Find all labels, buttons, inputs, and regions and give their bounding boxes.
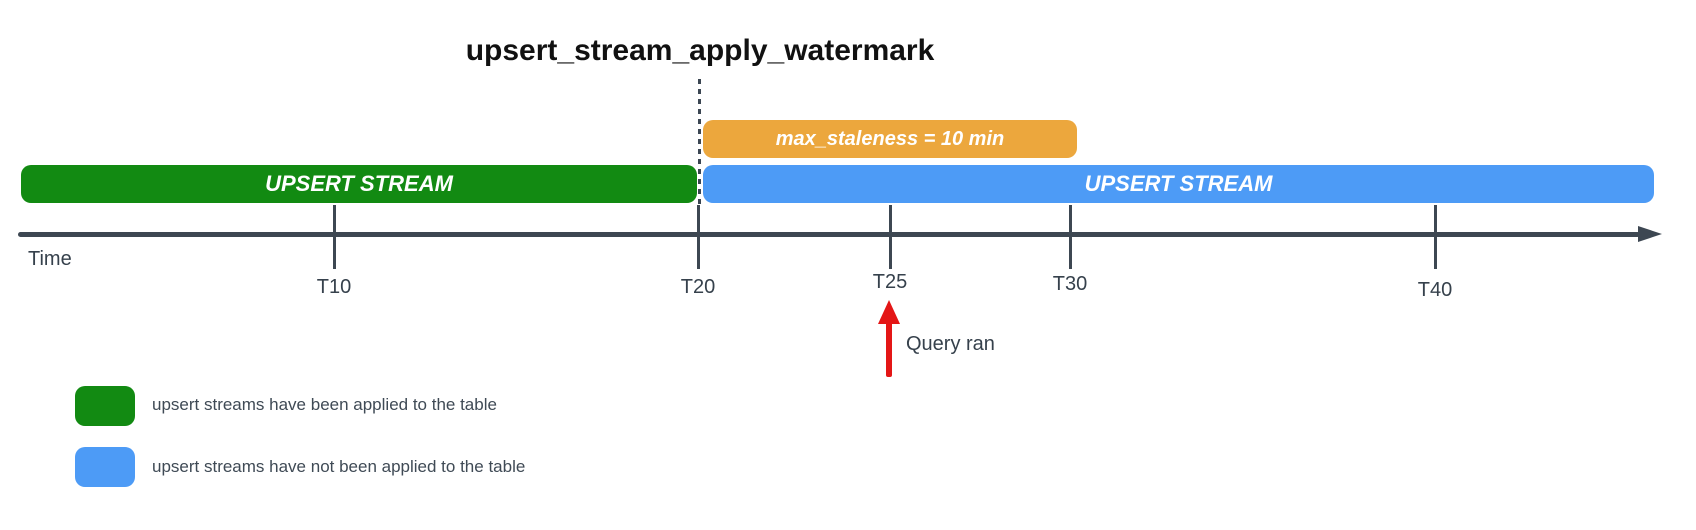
upsert-stream-applied-bar: UPSERT STREAM [21, 165, 697, 203]
max-staleness-label: max_staleness = 10 min [775, 127, 1005, 150]
tick-line-t10 [333, 205, 336, 269]
upsert-stream-not-applied-bar: UPSERT STREAM [703, 165, 1654, 203]
tick-label-t10: T10 [316, 276, 352, 298]
max-staleness-badge: max_staleness = 10 min [703, 120, 1077, 158]
tick-line-t30 [1069, 205, 1072, 269]
legend-swatch-not-applied [75, 447, 135, 487]
query-ran-arrow-icon [878, 300, 900, 324]
time-axis-line [18, 232, 1640, 237]
tick-line-t40 [1434, 205, 1437, 269]
time-axis-arrowhead-icon [1638, 226, 1662, 242]
tick-label-t25: T25 [872, 271, 908, 293]
upsert-stream-not-applied-bar-label: UPSERT STREAM [1084, 171, 1273, 196]
legend-label-not-applied: upsert streams have not been applied to … [152, 457, 526, 476]
tick-label-t30: T30 [1052, 273, 1088, 295]
tick-line-t25 [889, 205, 892, 269]
legend-label-applied: upsert streams have been applied to the … [152, 395, 497, 414]
time-axis-label: Time [28, 248, 72, 270]
query-ran-arrow-shaft [886, 322, 892, 377]
tick-line-t20 [697, 205, 700, 269]
tick-label-t20: T20 [680, 276, 716, 298]
tick-label-t40: T40 [1417, 279, 1453, 301]
upsert-stream-applied-bar-label: UPSERT STREAM [265, 171, 453, 196]
diagram-title: upsert_stream_apply_watermark [465, 34, 935, 67]
query-ran-label: Query ran [906, 333, 995, 355]
legend-swatch-applied [75, 386, 135, 426]
watermark-dotted-line [698, 79, 701, 205]
